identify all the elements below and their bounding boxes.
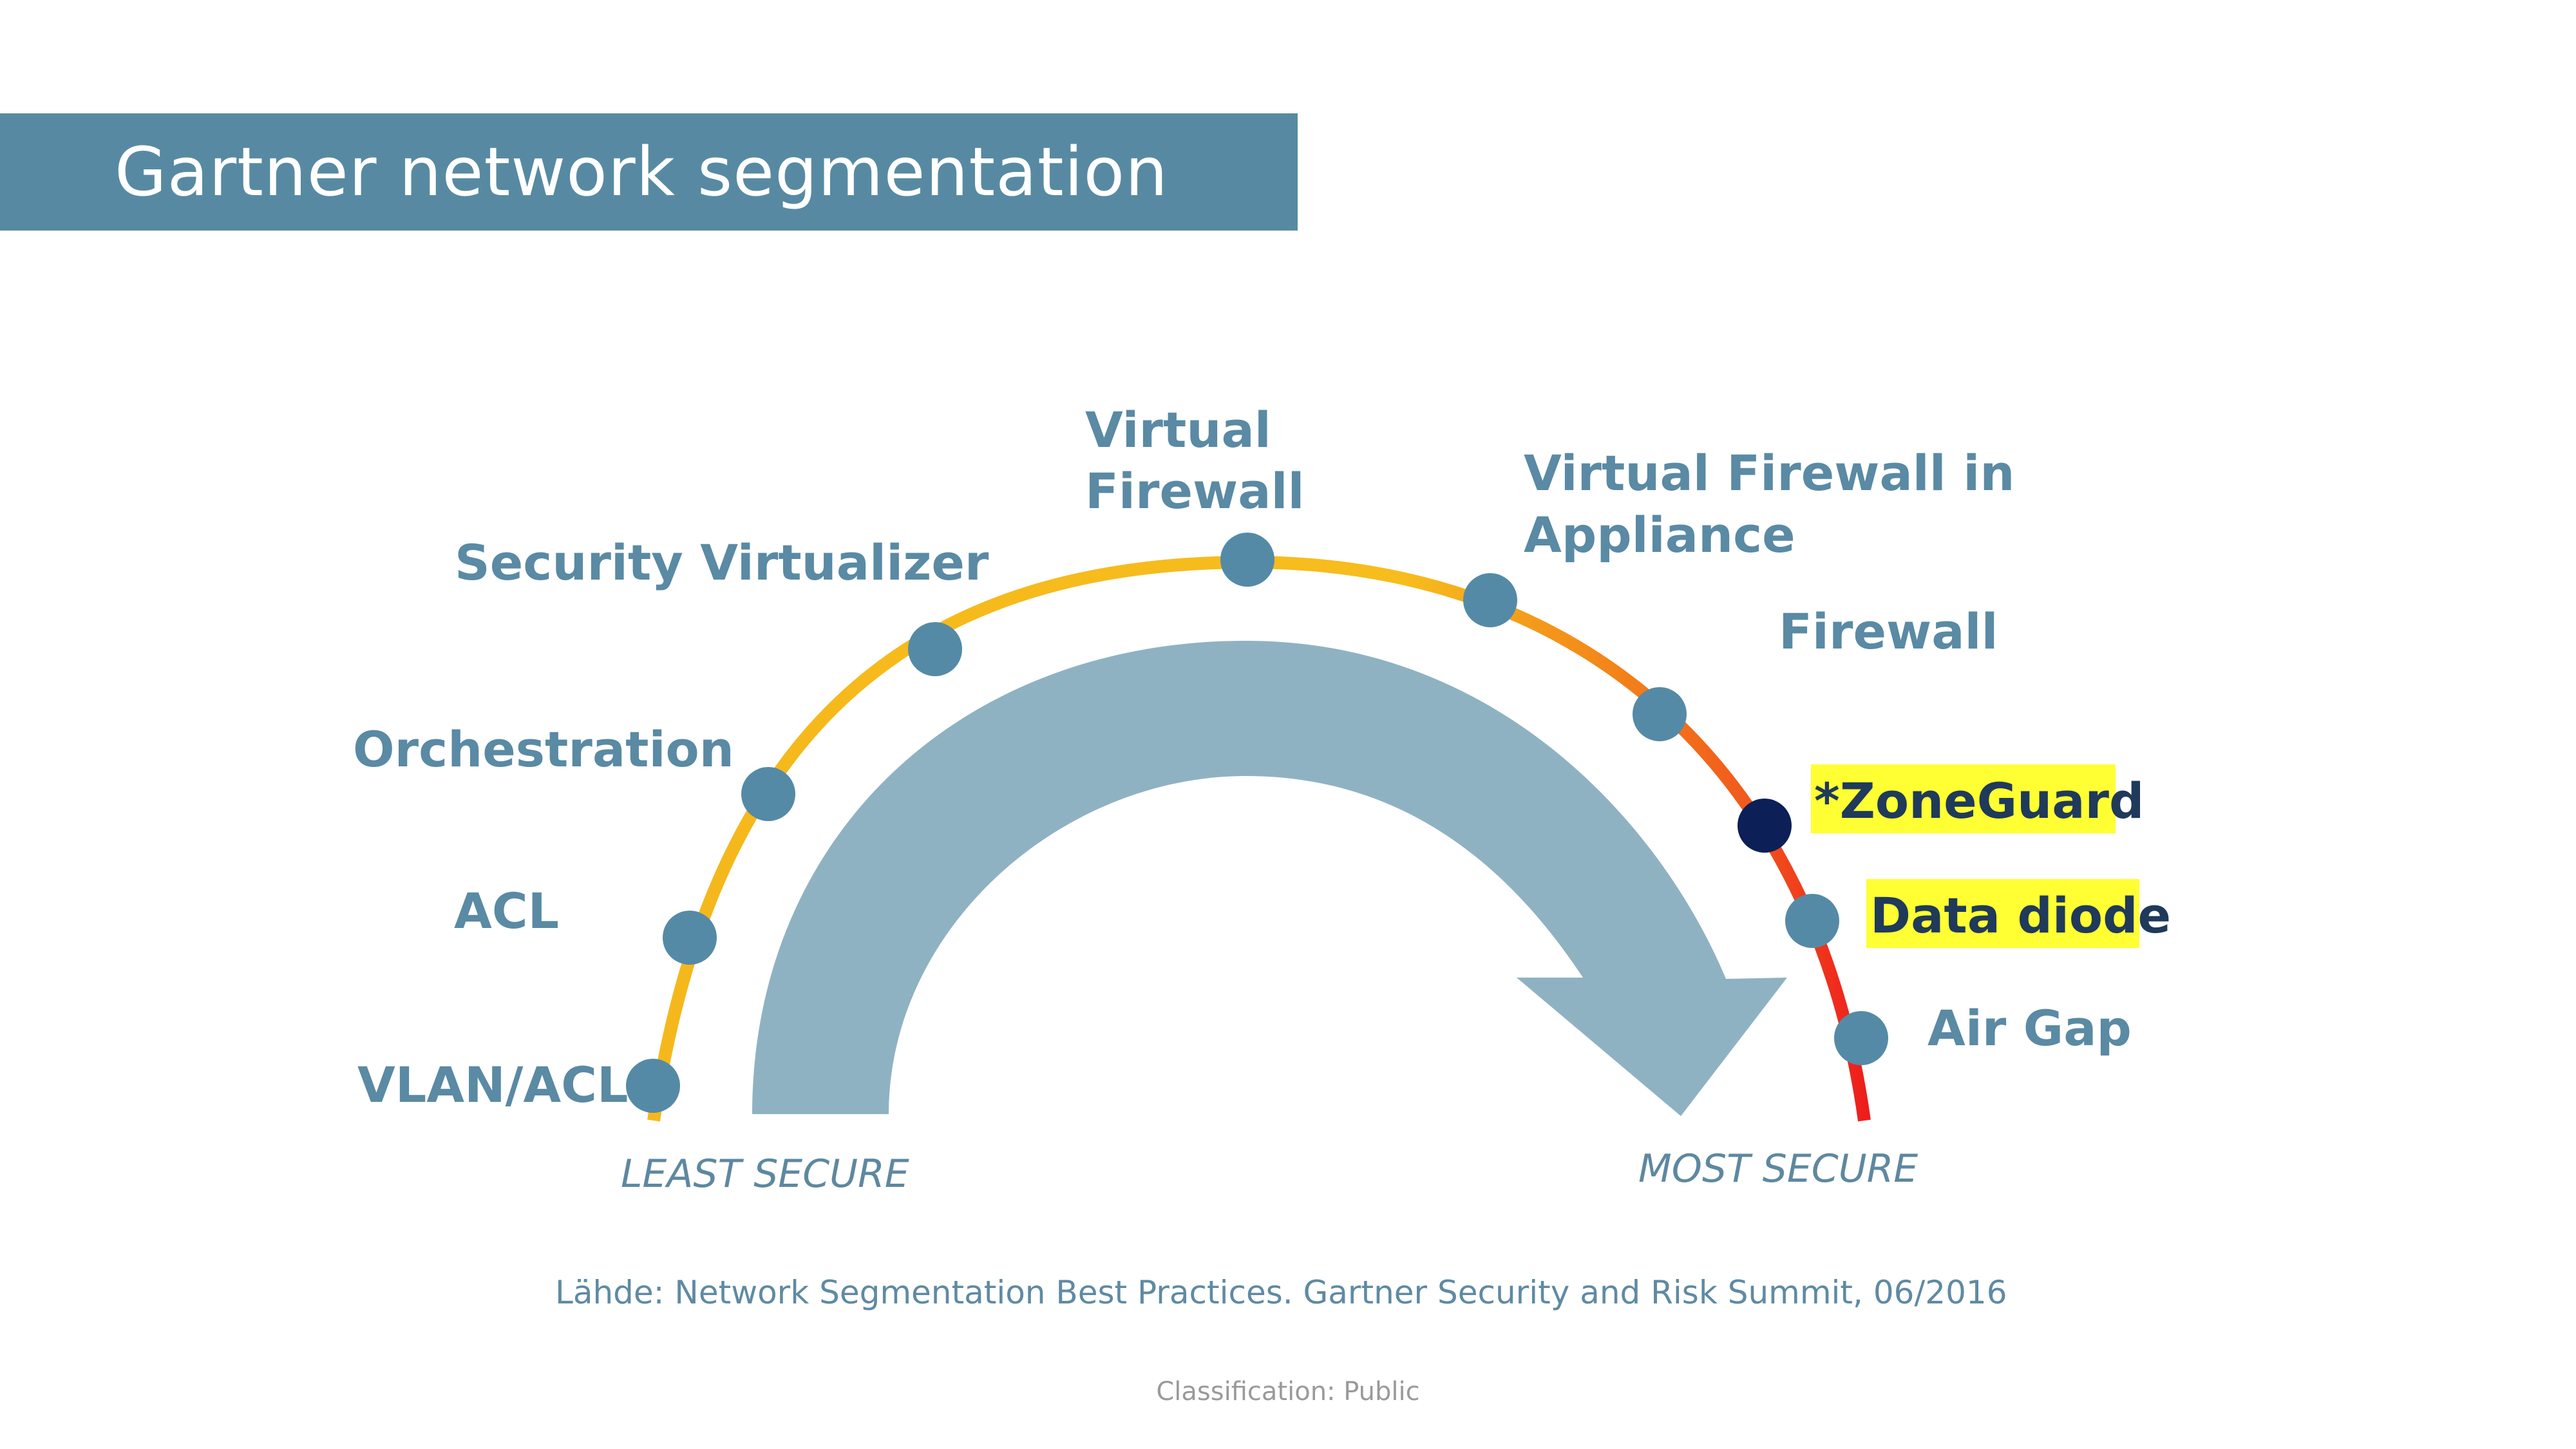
node-air-gap [1834, 1011, 1888, 1065]
node-firewall [1633, 687, 1687, 741]
label-orchestration: Orchestration [353, 721, 734, 778]
label-virtual-firewall-appliance-line2: Appliance [1524, 506, 1795, 564]
source-citation: Lähde: Network Segmentation Best Practic… [555, 1274, 2007, 1311]
node-virtual-firewall-appliance [1463, 573, 1517, 627]
curved-arrow [752, 641, 1787, 1116]
node-orchestration [741, 767, 795, 821]
label-air-gap: Air Gap [1927, 999, 2132, 1057]
label-zoneguard: *ZoneGuard [1814, 772, 2144, 829]
zoneguard-highlight [1811, 764, 2116, 833]
label-virtual-firewall-line1: Virtual [1085, 401, 1271, 459]
page-title: Gartner network segmentation [115, 133, 1169, 211]
node-zoneguard [1738, 799, 1792, 853]
node-data-diode [1785, 894, 1839, 948]
node-security-virtualizer [908, 622, 962, 676]
node-acl [663, 911, 717, 965]
label-acl: ACL [454, 882, 559, 940]
label-vlan-acl: VLAN/ACL [357, 1056, 628, 1113]
label-security-virtualizer: Security Virtualizer [455, 534, 989, 591]
label-data-diode: Data diode [1870, 887, 2171, 944]
least-secure-label: LEAST SECURE [621, 1151, 909, 1197]
node-virtual-firewall [1220, 533, 1274, 587]
title-bar: Gartner network segmentation [0, 113, 1298, 231]
label-virtual-firewall-line2: Firewall [1085, 462, 1305, 520]
node-vlan-acl [626, 1059, 680, 1113]
label-firewall: Firewall [1779, 603, 1998, 660]
classification-footer: Classification: Public [1156, 1377, 1420, 1406]
label-virtual-firewall-appliance-line1: Virtual Firewall in [1524, 444, 2014, 502]
most-secure-label: MOST SECURE [1638, 1146, 1918, 1191]
data-diode-highlight [1866, 879, 2139, 948]
